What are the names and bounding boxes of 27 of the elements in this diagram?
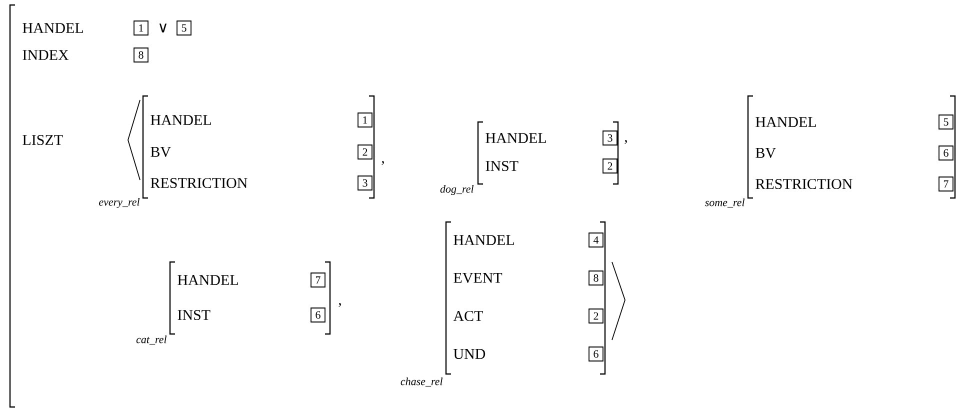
type-label: cat_rel (136, 335, 167, 344)
tag-box: 1 (134, 20, 148, 36)
attribute-matrix: HANDEL INDEX LISZT (9, 4, 83, 408)
tag-box: 7 (938, 176, 954, 192)
type-label: dog_rel (440, 185, 474, 195)
tag-box: 5 (176, 20, 192, 36)
type-label: some_rel (705, 198, 745, 208)
tag-box: 6 (588, 346, 604, 362)
tag-box: 2 (602, 158, 618, 174)
tag-box: 8 (588, 270, 604, 286)
tag-box: 2 (588, 308, 604, 324)
tag-box: 4 (588, 232, 604, 248)
tag-box: 5 (938, 114, 954, 130)
tag-box: 3 (602, 130, 618, 146)
tag-box: 3 (358, 176, 372, 190)
comma: , (624, 140, 627, 144)
tag-box: 6 (310, 308, 326, 322)
tag-box: 8 (134, 48, 148, 62)
type-label: every_rel (99, 198, 140, 208)
type-label: chase_rel (400, 377, 443, 386)
comma: , (382, 161, 384, 165)
tag-box: 6 (938, 146, 954, 160)
comma: , (338, 303, 341, 307)
or-symbol: ∨ (159, 24, 167, 32)
tag-box: 2 (358, 144, 372, 160)
tag-box: 1 (358, 112, 372, 128)
tag-box: 7 (310, 272, 326, 288)
